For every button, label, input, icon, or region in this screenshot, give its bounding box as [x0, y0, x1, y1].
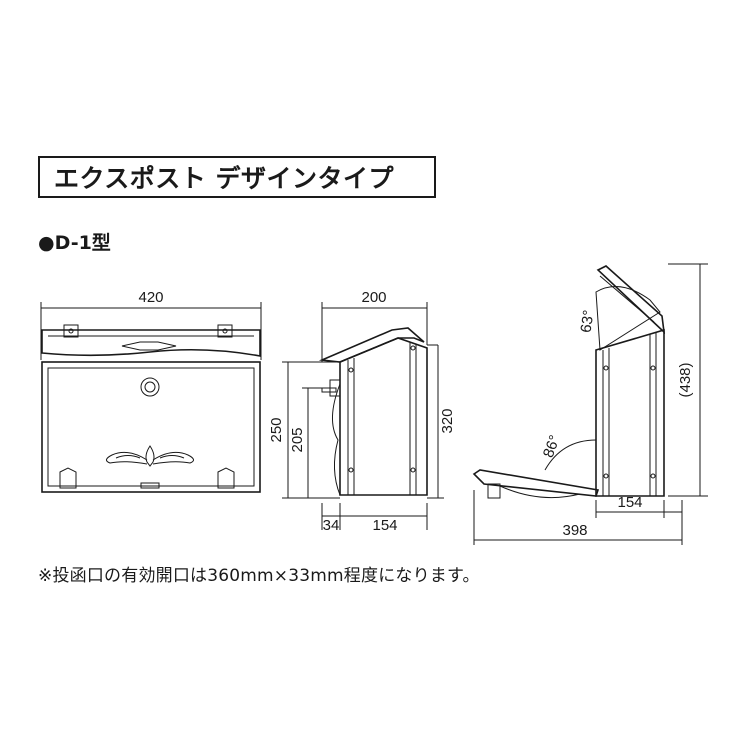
- dim-label-total-height: (438): [677, 362, 694, 397]
- door-knob: [487, 483, 501, 499]
- side-lid: [318, 327, 425, 363]
- dim-label-open-body-depth: 154: [617, 494, 642, 511]
- front-plate-profile: [332, 383, 341, 496]
- hinge-left: [63, 324, 79, 338]
- dim-label-body-depth: 154: [372, 517, 397, 534]
- model-label: ●D-1型: [38, 232, 111, 254]
- lid-ornament: [121, 341, 177, 351]
- front-view: [40, 302, 262, 493]
- dim-label-total-depth: 398: [562, 522, 587, 539]
- dim-label-front-projection: 34: [323, 517, 340, 534]
- dim-label-height: 320: [439, 408, 456, 433]
- dim-label-body-height: 250: [268, 417, 285, 442]
- side-body: [339, 337, 428, 496]
- bottom-hinge-left: [59, 467, 77, 489]
- opening-note: ※投函口の有効開口は360mm×33mm程度になります。: [38, 566, 480, 586]
- dim-label-slot-height: 205: [289, 427, 306, 452]
- opened-door: [472, 469, 600, 497]
- open-view: [472, 263, 708, 545]
- dim-label-depth: 200: [361, 289, 386, 306]
- front-body: [41, 361, 261, 493]
- dim-label-width: 420: [138, 289, 163, 306]
- lid-angle-arc: [595, 286, 661, 351]
- key-lock: [140, 377, 160, 397]
- dim-label-lid-angle: 63°: [578, 309, 598, 334]
- fleur-ornament: [145, 445, 155, 467]
- front-lid: [41, 329, 261, 357]
- hinge-right: [217, 324, 233, 338]
- raised-lid: [596, 265, 666, 335]
- product-title: エクスポスト デザインタイプ: [38, 156, 436, 198]
- dim-label-door-angle: 86°: [540, 433, 564, 460]
- open-body: [595, 328, 665, 497]
- bottom-hinge-right: [217, 467, 235, 489]
- side-view: [282, 302, 444, 530]
